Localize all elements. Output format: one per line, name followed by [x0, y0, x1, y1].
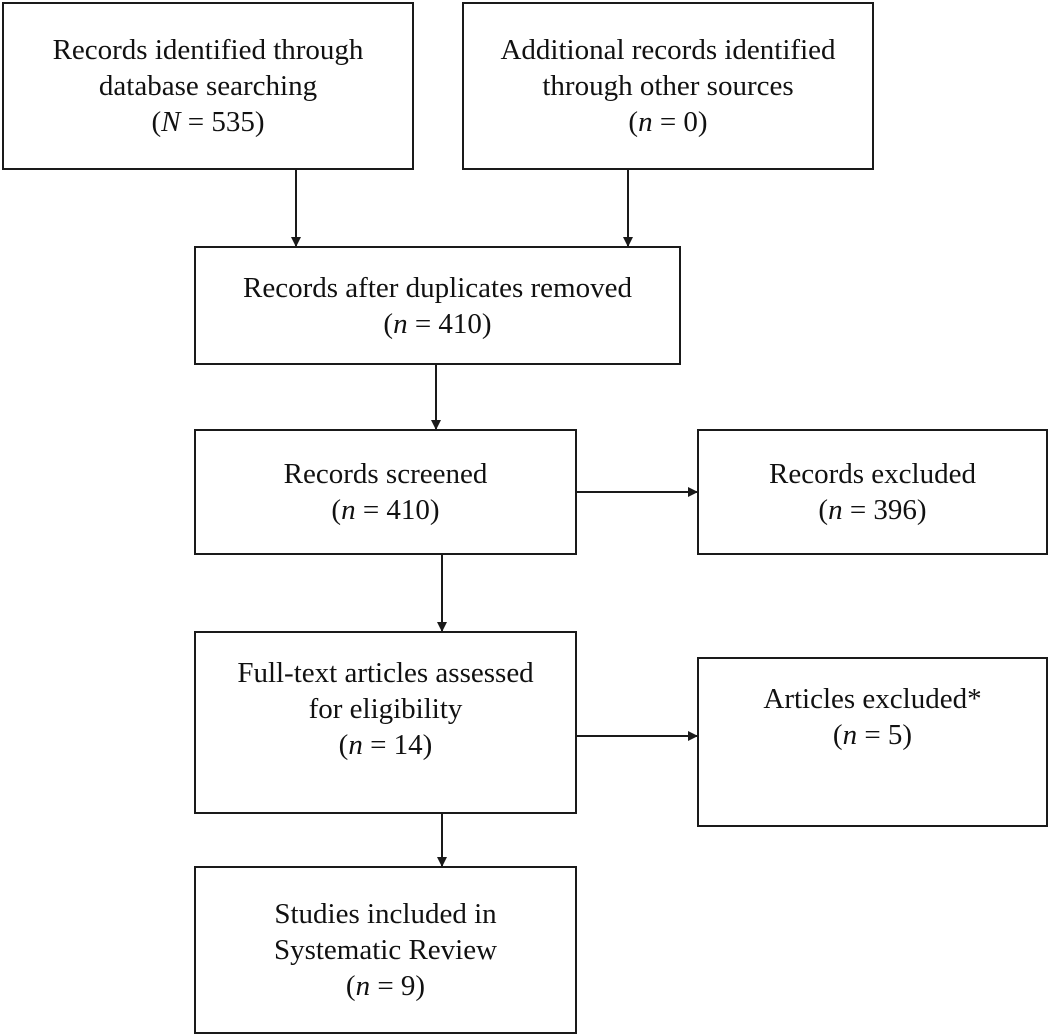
duplicates-removed-box: Records after duplicates removed (n = 41… — [194, 246, 681, 365]
box-text-line: Full-text articles assessed — [237, 657, 534, 689]
box-text-line: database searching — [98, 70, 318, 102]
box-count: (n = 14) — [338, 729, 433, 761]
box-text-line: Records after duplicates removed — [243, 271, 632, 304]
box-text-line: Records screened — [283, 458, 488, 490]
box-count: (n = 410) — [331, 494, 440, 526]
studies-included-box: Studies included in Systematic Review (n… — [194, 866, 577, 1034]
records-identified-database-box: Records identified through database sear… — [2, 2, 414, 170]
additional-records-box: Additional records identified through ot… — [462, 2, 874, 170]
records-screened-box: Records screened (n = 410) — [194, 429, 577, 555]
box-count: (n = 0) — [628, 106, 708, 138]
box-count: (n = 396) — [818, 494, 927, 526]
box-count: (n = 5) — [832, 719, 913, 751]
box-text-line: Additional records identified — [500, 34, 836, 66]
box-text-line: Studies included in — [274, 898, 497, 930]
box-count: (n = 9) — [345, 970, 426, 1002]
box-text-line: Articles excluded* — [763, 683, 982, 715]
full-text-assessed-box: Full-text articles assessed for eligibil… — [194, 631, 577, 814]
box-text-line: through other sources — [542, 70, 794, 102]
box-count: (N = 535) — [151, 106, 265, 138]
box-text-line: Systematic Review — [273, 934, 498, 966]
articles-excluded-box: Articles excluded* (n = 5) — [697, 657, 1048, 827]
box-count: (n = 410) — [383, 307, 492, 340]
box-text-line: Records identified through — [52, 34, 364, 66]
box-text-line: for eligibility — [308, 693, 463, 725]
box-text-line: Records excluded — [769, 458, 976, 490]
records-excluded-box: Records excluded (n = 396) — [697, 429, 1048, 555]
